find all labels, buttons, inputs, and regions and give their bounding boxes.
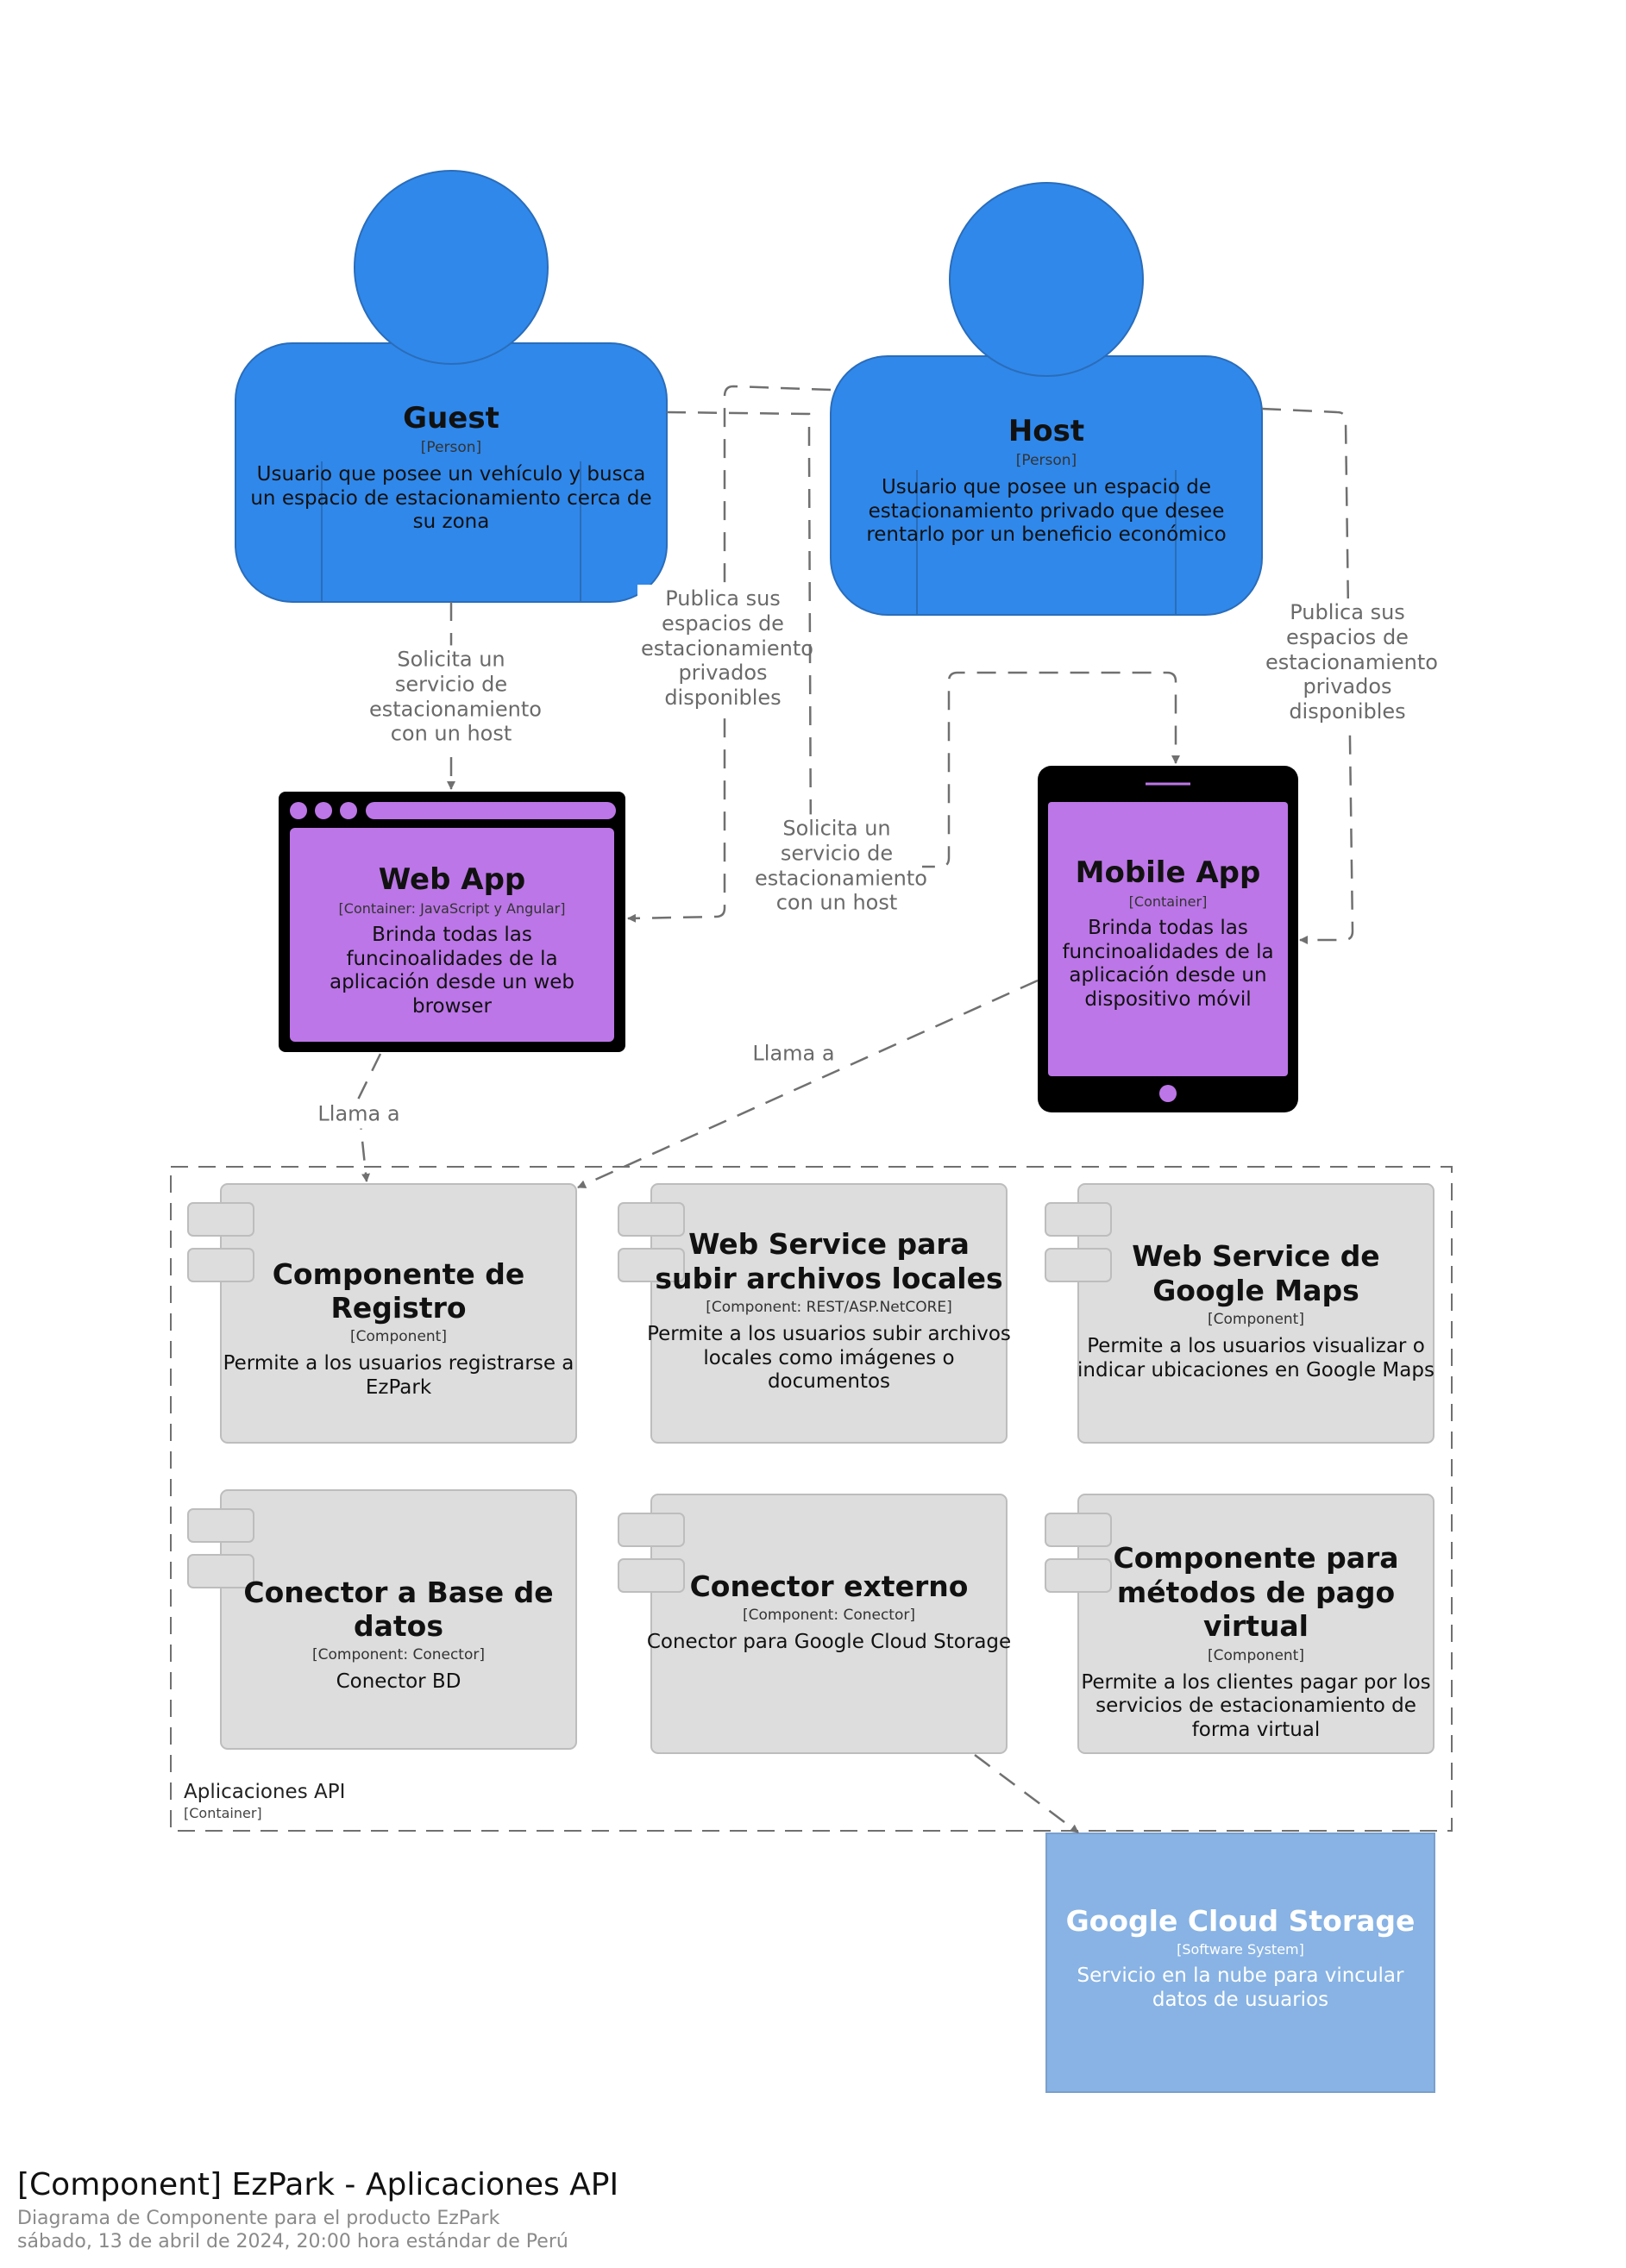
diagram-title: [Component] EzPark - Aplicaciones API (17, 2167, 619, 2202)
web-app-browser-frame (279, 792, 625, 1052)
component-description: Permite a los usuarios subir archivos lo… (647, 1323, 1011, 1394)
component-name: Componente de Registro (272, 1257, 525, 1325)
web-app-name: Web App (378, 862, 526, 897)
component-name: Web Service para subir archivos locales (655, 1227, 1003, 1295)
gcs-system: Google Cloud Storage [Software System] S… (1055, 1904, 1426, 2012)
component-name: Componente para métodos de pago virtual (1113, 1541, 1399, 1644)
arrow-webapp-api (356, 1053, 382, 1182)
host-description: Usuario que posee un espacio de estacion… (866, 476, 1227, 547)
component-google-maps: Web Service de Google Maps [Component] P… (1073, 1239, 1439, 1382)
gcs-description: Servicio en la nube para vincular datos … (1077, 1964, 1404, 2011)
web-app-type: [Container: JavaScript y Angular] (338, 900, 566, 917)
component-conector-externo: Conector externo [Component: Conector] C… (646, 1569, 1012, 1655)
component-name: Conector externo (689, 1569, 969, 1603)
component-base-datos: Conector a Base de datos [Component: Con… (216, 1576, 581, 1695)
arrow-host-webapp (627, 385, 832, 923)
arrow-connector-gcs (974, 1754, 1079, 1833)
component-type: [Component] (1208, 1646, 1304, 1664)
web-app-container: Web App [Container: JavaScript y Angular… (293, 862, 611, 1018)
guest-name: Guest (403, 401, 499, 435)
component-description: Permite a los clientes pagar por los ser… (1081, 1670, 1431, 1741)
component-type: [Component] (1208, 1311, 1304, 1329)
component-name: Web Service de Google Maps (1132, 1239, 1380, 1307)
label-guest-webapp: Solicita un servicio de estacionamiento … (366, 645, 542, 749)
guest-person-shape (235, 170, 668, 603)
component-subir-archivos: Web Service para subir archivos locales … (646, 1227, 1012, 1394)
mobile-app-type: [Container] (1128, 893, 1208, 910)
host-person-shape (830, 182, 1263, 616)
component-description: Conector BD (336, 1670, 461, 1693)
label-webapp-api: Llama a (314, 1100, 404, 1129)
guest-description: Usuario que posee un vehículo y busca un… (250, 463, 652, 534)
component-description: Permite a los usuarios registrarse a EzP… (223, 1352, 574, 1399)
component-shapes (187, 1183, 1435, 1754)
label-host-mobileapp: Publica sus espacios de estacionamiento … (1262, 598, 1438, 726)
mobile-app-description: Brinda todas las funcinoalidades de la a… (1062, 917, 1274, 1011)
host-type: [Person] (1015, 452, 1077, 469)
boundary-type: [Container] (184, 1805, 262, 1821)
boundary-name: Aplicaciones API (184, 1781, 346, 1803)
api-boundary-frame (170, 1166, 1453, 1832)
label-mobileapp-api: Llama a (749, 1039, 838, 1068)
web-app-description: Brinda todas las funcinoalidades de la a… (329, 924, 575, 1018)
gcs-system-shape (1045, 1833, 1435, 2093)
component-type: [Component: Conector] (743, 1607, 915, 1624)
gcs-name: Google Cloud Storage (1065, 1904, 1416, 1938)
component-type: [Component: Conector] (312, 1646, 485, 1663)
guest-type: [Person] (420, 439, 482, 456)
host-name: Host (1008, 414, 1085, 448)
mobile-app-device-frame (1038, 766, 1298, 1112)
label-host-webapp: Publica sus espacios de estacionamiento … (637, 585, 813, 712)
component-pago-virtual: Componente para métodos de pago virtual … (1073, 1541, 1439, 1743)
arrow-mobileapp-api (577, 979, 1039, 1189)
component-type: [Component: REST/ASP.NetCORE] (706, 1299, 952, 1317)
gcs-type: [Software System] (1177, 1941, 1304, 1958)
component-description: Conector para Google Cloud Storage (646, 1631, 1012, 1653)
guest-person: Guest [Person] Usuario que posee un vehí… (244, 401, 658, 535)
label-guest-mobileapp: Solicita un servicio de estacionamiento … (751, 814, 927, 918)
component-type: [Component] (350, 1328, 447, 1345)
component-description: Permite a los usuarios visualizar o indi… (1077, 1335, 1435, 1381)
component-registro: Componente de Registro [Component] Permi… (216, 1257, 581, 1400)
mobile-app-name: Mobile App (1075, 855, 1261, 890)
component-name: Conector a Base de datos (243, 1576, 554, 1643)
host-person: Host [Person] Usuario que posee un espac… (839, 414, 1253, 548)
mobile-app-container: Mobile App [Container] Brinda todas las … (1052, 855, 1284, 1012)
diagram-subtitle: Diagrama de Componente para el producto … (17, 2208, 500, 2229)
api-boundary-label: Aplicaciones API [Container] (184, 1781, 529, 1821)
diagram-date: sábado, 13 de abril de 2024, 20:00 hora … (17, 2231, 568, 2252)
